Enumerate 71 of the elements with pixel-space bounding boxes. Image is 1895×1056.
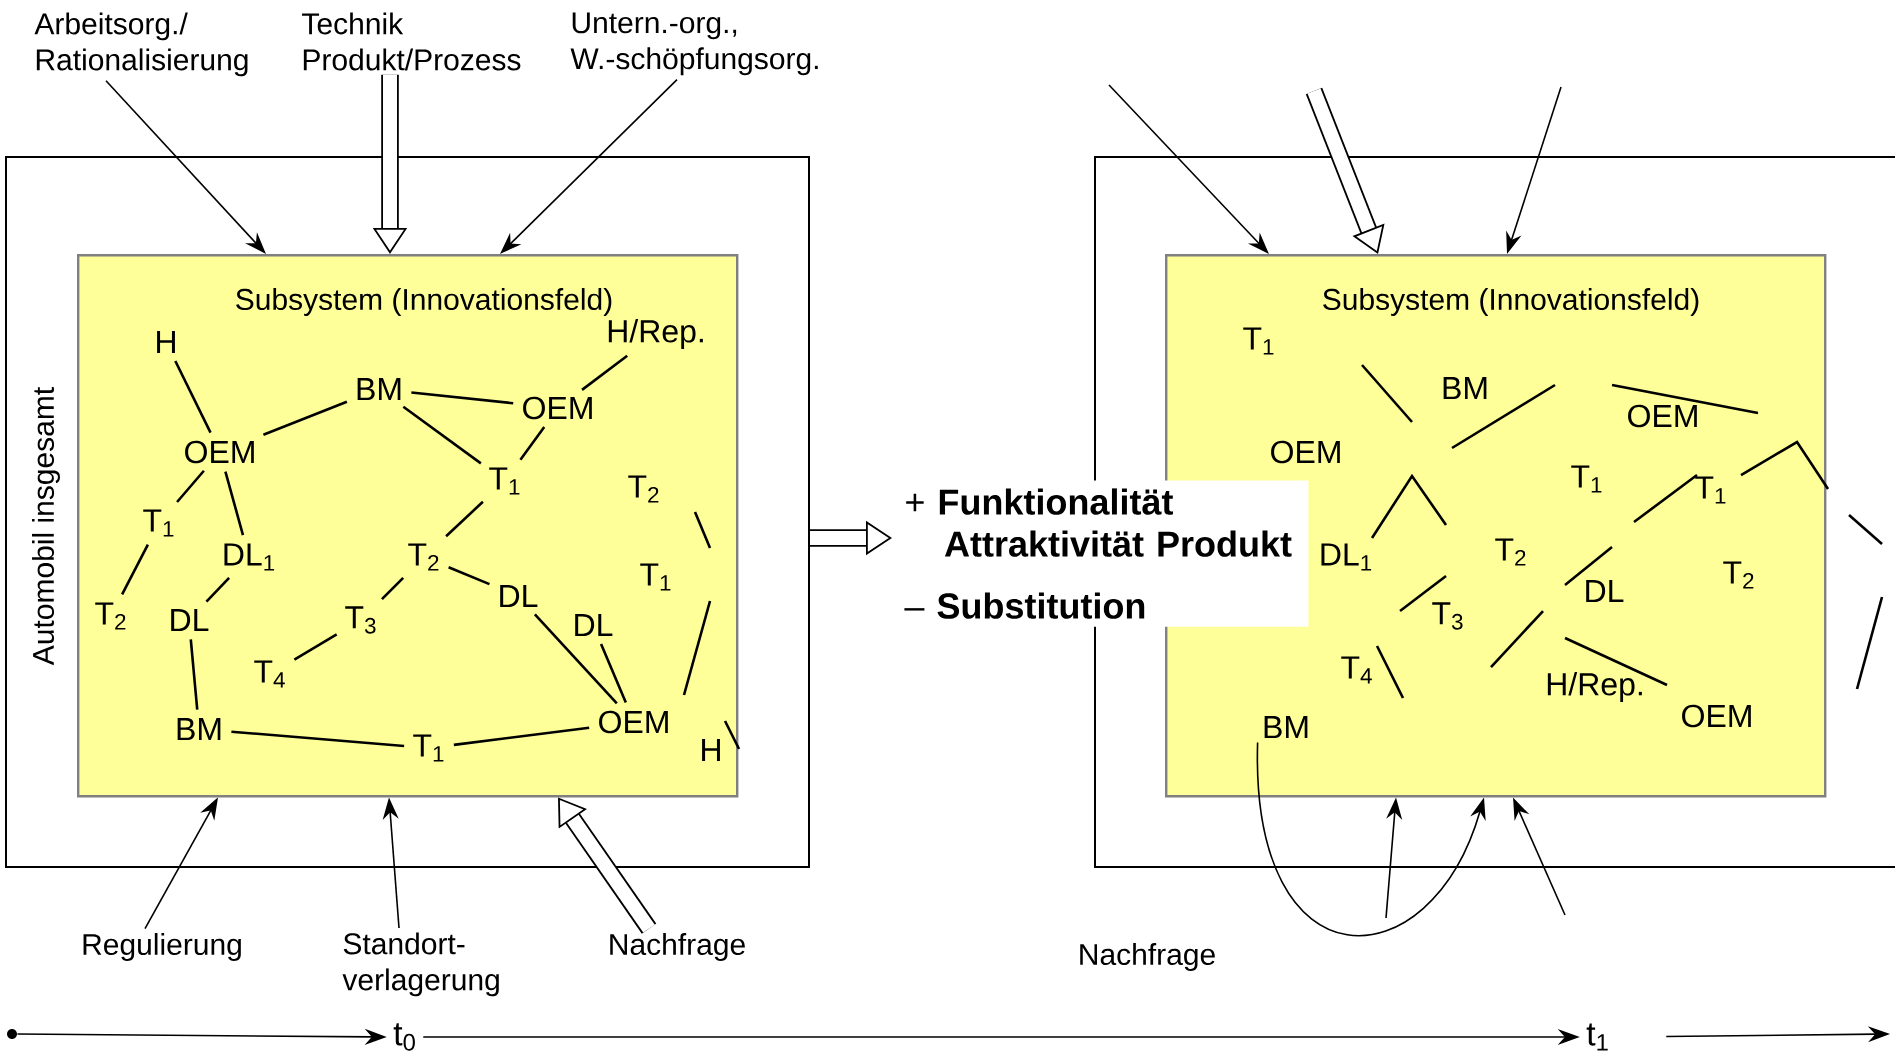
network-label: T$_{1}$ <box>143 509 174 537</box>
network-label: T$_{2}$ <box>408 543 439 571</box>
network-label: T$_{1}$ <box>1571 465 1602 493</box>
network-label: T$_{4}$ <box>1341 656 1372 684</box>
network-label: T$_{1}$ <box>1243 327 1274 355</box>
connection-line <box>448 566 490 586</box>
network-label: T$_{2}$ <box>628 475 659 503</box>
network-label: BM <box>1443 377 1487 399</box>
block-arrow <box>558 797 657 934</box>
network-label: T$_{1}$ <box>489 467 520 495</box>
effect-text: + Funktionalität Attraktivität Produkt – Substitution <box>892 480 1309 627</box>
factor-label: Standort- verlagerung <box>342 932 499 997</box>
network-label: OEM <box>599 710 668 734</box>
network-label: H/Rep. <box>1547 672 1642 702</box>
network-label: T$_{2}$ <box>1723 561 1754 589</box>
network-label: H/Rep. <box>608 319 703 349</box>
factor-label: Technik Produkt/Prozess <box>302 12 521 71</box>
connection-line <box>205 577 231 603</box>
network-label: DL$_{1}$ <box>224 543 275 571</box>
network-label: DL <box>500 585 538 607</box>
connection-line <box>120 543 150 596</box>
connection-line <box>293 633 338 661</box>
connection-line <box>231 730 405 748</box>
factor-label: Arbeitsorg./ Rationalisierung <box>34 12 248 77</box>
connection-line <box>581 354 629 391</box>
arrow <box>500 78 678 254</box>
network-label: BM <box>1264 716 1308 738</box>
factor-label: Nachfrage <box>610 933 745 961</box>
connection-line <box>519 426 546 461</box>
arrow <box>1256 741 1486 936</box>
network-label: OEM <box>523 396 592 420</box>
connection-line <box>174 360 212 434</box>
connection-line <box>224 471 245 536</box>
connection-line <box>402 405 482 465</box>
connection-line <box>599 643 627 704</box>
network-label: T$_{1}$ <box>1695 476 1726 504</box>
network-label: OEM <box>185 440 254 464</box>
arrow <box>1108 84 1269 254</box>
network-label: BM <box>177 718 221 740</box>
time-label: t$_{1}$ <box>1586 1023 1608 1051</box>
network-label: H <box>702 739 720 761</box>
connection-line <box>262 400 348 436</box>
network-label: T$_{1}$ <box>413 734 444 762</box>
network-label: BM <box>357 378 401 400</box>
factor-label: Regulierung <box>83 933 241 961</box>
connection-line <box>189 639 199 710</box>
network-label: H <box>157 331 175 353</box>
network-label: DL <box>1586 580 1624 602</box>
network-label: T$_{2}$ <box>1495 538 1526 566</box>
connection-line <box>453 726 590 747</box>
block-arrow <box>1305 87 1385 254</box>
network-label: T$_{3}$ <box>1432 602 1463 630</box>
time-label: t$_{0}$ <box>393 1023 415 1051</box>
connection-line <box>445 500 484 538</box>
network-label: T$_{2}$ <box>95 602 126 630</box>
network-label: T$_{1}$ <box>640 563 671 591</box>
network-label: OEM <box>1682 704 1751 728</box>
note-label: Nachfrage <box>1080 943 1215 971</box>
arrow <box>105 79 266 254</box>
network-label: DL <box>171 609 209 631</box>
network-label: T$_{4}$ <box>254 660 285 688</box>
network-label: DL <box>575 614 613 636</box>
network-label: T$_{3}$ <box>345 606 376 634</box>
network-label: DL$_{1}$ <box>1321 543 1372 571</box>
connection-line <box>411 391 514 405</box>
network-label: OEM <box>1628 404 1697 428</box>
connection-line <box>533 613 618 705</box>
factor-label: Untern.-org., W.-schöpfungsorg. <box>570 12 818 76</box>
connection-line <box>381 576 405 600</box>
connection-line <box>176 469 205 503</box>
network-label: OEM <box>1271 440 1340 464</box>
